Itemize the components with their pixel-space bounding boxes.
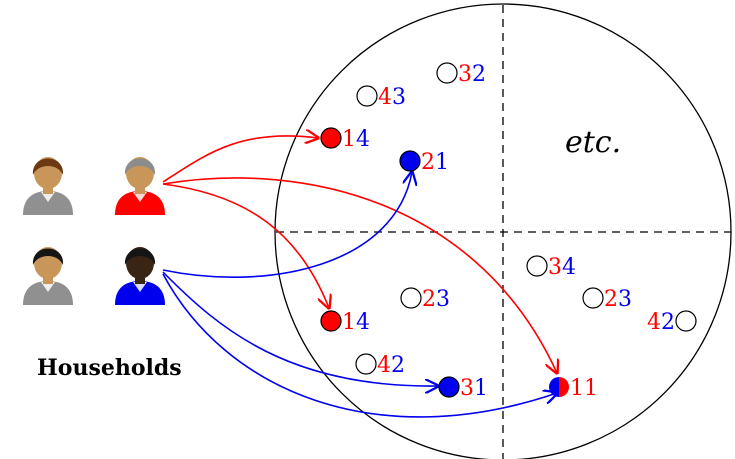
point-p14b: 14: [320, 310, 370, 335]
point-label: 42: [377, 353, 405, 378]
point-label-digit: 2: [421, 150, 435, 175]
person-dark-skin-blue-shirt-icon: [115, 247, 165, 305]
point-label: 31: [460, 376, 488, 401]
point-label-digit: 4: [378, 85, 392, 110]
point-marker: [355, 353, 377, 375]
point-label-digit: 3: [460, 376, 474, 401]
point-label-digit: 1: [342, 310, 356, 335]
space-region: [274, 3, 732, 459]
point-p21: 21: [399, 150, 449, 175]
point-marker: [399, 150, 421, 172]
point-p42b: 42: [647, 310, 697, 335]
arrow-red-to-11: [162, 177, 557, 373]
point-label-digit: 3: [436, 287, 450, 312]
point-label-digit: 2: [422, 287, 436, 312]
point-marker: [400, 287, 422, 309]
assignment-arrows: [162, 136, 557, 418]
point-marker: [675, 310, 697, 332]
point-marker: [436, 62, 458, 84]
etc-label: etc.: [565, 125, 621, 160]
point-label-digit: 4: [356, 127, 370, 152]
point-label-digit: 1: [570, 376, 584, 401]
point-marker: [320, 310, 342, 332]
point-label: 14: [342, 310, 370, 335]
point-label-digit: 4: [356, 310, 370, 335]
point-p23a: 23: [400, 287, 450, 312]
point-label-digit: 4: [647, 310, 661, 335]
point-label: 23: [604, 287, 632, 312]
point-p42a: 42: [355, 353, 405, 378]
point-p11: 11: [549, 376, 598, 401]
arrow-blue-to-11: [162, 273, 557, 418]
point-label-digit: 3: [618, 287, 632, 312]
point-label-digit: 3: [548, 255, 562, 280]
point-label-digit: 4: [562, 255, 576, 280]
point-label-digit: 3: [392, 85, 406, 110]
point-label-digit: 1: [435, 150, 449, 175]
point-label: 42: [647, 310, 675, 335]
point-label-digit: 2: [391, 353, 405, 378]
person-brown-hair-gray-shirt-icon: [23, 157, 73, 215]
point-label-digit: 3: [458, 62, 472, 87]
person-black-hair-gray-shirt-icon: [23, 247, 73, 305]
point-p31: 31: [438, 376, 488, 401]
arrow-red-to-14-top: [162, 136, 318, 183]
point-marker: [356, 85, 378, 107]
person-gray-hair-red-shirt-icon: [115, 157, 165, 215]
point-label-digit: 2: [472, 62, 486, 87]
point-label-digit: 1: [342, 127, 356, 152]
point-label: 14: [342, 127, 370, 152]
point-label-digit: 4: [377, 353, 391, 378]
point-p32: 32: [436, 62, 486, 87]
point-marker: [526, 255, 548, 277]
point-p43: 43: [356, 85, 406, 110]
point-label: 21: [421, 150, 449, 175]
point-p23b: 23: [582, 287, 632, 312]
point-marker: [582, 287, 604, 309]
point-label: 11: [570, 376, 598, 401]
point-label-digit: 2: [604, 287, 618, 312]
point-label: 23: [422, 287, 450, 312]
point-marker: [438, 376, 460, 398]
arrow-blue-to-21: [162, 172, 412, 279]
point-marker: [549, 377, 569, 397]
point-label-digit: 1: [474, 376, 488, 401]
point-label-digit: 1: [584, 376, 598, 401]
arrow-red-to-14-bottom: [162, 183, 329, 308]
point-label: 32: [458, 62, 486, 87]
households-label: Households: [37, 355, 182, 381]
point-label: 43: [378, 85, 406, 110]
point-label-digit: 2: [661, 310, 675, 335]
point-p14a: 14: [320, 127, 370, 152]
households-people: [23, 157, 165, 305]
point-label: 34: [548, 255, 576, 280]
arrow-blue-to-31: [162, 271, 438, 386]
point-marker: [320, 127, 342, 149]
point-p34: 34: [526, 255, 576, 280]
